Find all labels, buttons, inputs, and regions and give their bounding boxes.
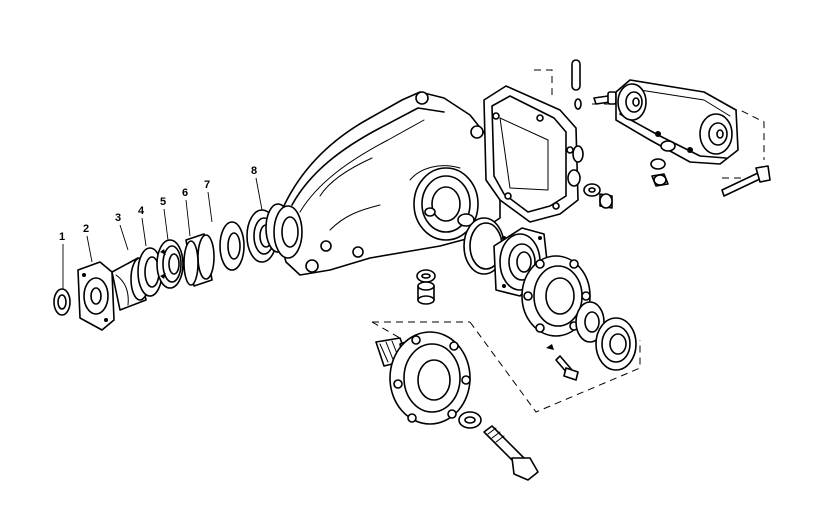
callout-2-text: 2 xyxy=(83,223,89,235)
callout-5[interactable]: 5 xyxy=(160,196,169,241)
differential-housing xyxy=(273,91,501,276)
drain-plug xyxy=(416,269,436,305)
flange-bolt xyxy=(546,344,579,381)
callout-3[interactable]: 3 xyxy=(115,212,129,251)
part-5-bearing xyxy=(156,239,184,289)
part-4-seal xyxy=(137,247,163,297)
callout-8-text: 8 xyxy=(251,165,257,177)
callout-5-text: 5 xyxy=(160,196,166,208)
axle-bolt xyxy=(458,411,539,481)
drive-shaft-flange xyxy=(375,331,471,425)
callout-4-text: 4 xyxy=(138,205,145,217)
rear-cover xyxy=(483,85,584,223)
output-flange xyxy=(521,255,591,337)
mounting-bracket-group xyxy=(534,59,771,197)
callout-4[interactable]: 4 xyxy=(138,205,147,247)
callout-7[interactable]: 7 xyxy=(204,179,213,223)
cover-bolts xyxy=(583,183,613,209)
callout-7-text: 7 xyxy=(204,179,210,191)
callout-8[interactable]: 8 xyxy=(251,165,263,211)
callout-1-text: 1 xyxy=(59,231,65,243)
part-2-flange xyxy=(77,261,115,331)
shaft-assembly-frame xyxy=(371,321,641,413)
callout-6[interactable]: 6 xyxy=(182,187,191,237)
part-7-washer xyxy=(219,221,245,271)
callout-3-text: 3 xyxy=(115,212,121,224)
part-1-nut xyxy=(53,288,71,316)
part-6-spacer xyxy=(183,233,215,287)
output-seal xyxy=(575,301,637,371)
callout-6-text: 6 xyxy=(182,187,188,199)
callout-1[interactable]: 1 xyxy=(59,231,65,290)
callout-2[interactable]: 2 xyxy=(83,223,93,263)
callout-labels: 1 2 3 4 5 6 7 8 xyxy=(59,165,263,290)
